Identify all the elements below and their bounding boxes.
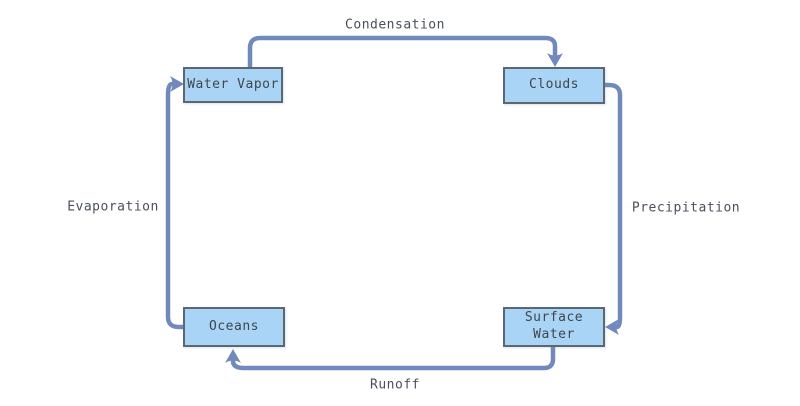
evaporation-arrow (165, 76, 186, 330)
node-oceans: Oceans (183, 307, 285, 347)
node-surface-water: Surface Water (503, 307, 605, 347)
node-oceans-label: Oceans (209, 318, 259, 334)
edge-label-precipitation: Precipitation (631, 200, 741, 216)
precipitation-arrow (602, 82, 623, 335)
edge-label-condensation: Condensation (345, 17, 445, 33)
node-clouds-label: Clouds (529, 77, 579, 93)
condensation-arrow (247, 35, 563, 70)
node-water-vapor: Water Vapor (183, 67, 283, 103)
edge-label-runoff: Runoff (370, 377, 420, 393)
runoff-arrow (225, 344, 556, 371)
edge-label-evaporation: Evaporation (67, 199, 159, 215)
node-surface-water-label: Surface Water (524, 310, 584, 342)
node-clouds: Clouds (503, 67, 605, 104)
node-water-vapor-label: Water Vapor (187, 76, 279, 92)
